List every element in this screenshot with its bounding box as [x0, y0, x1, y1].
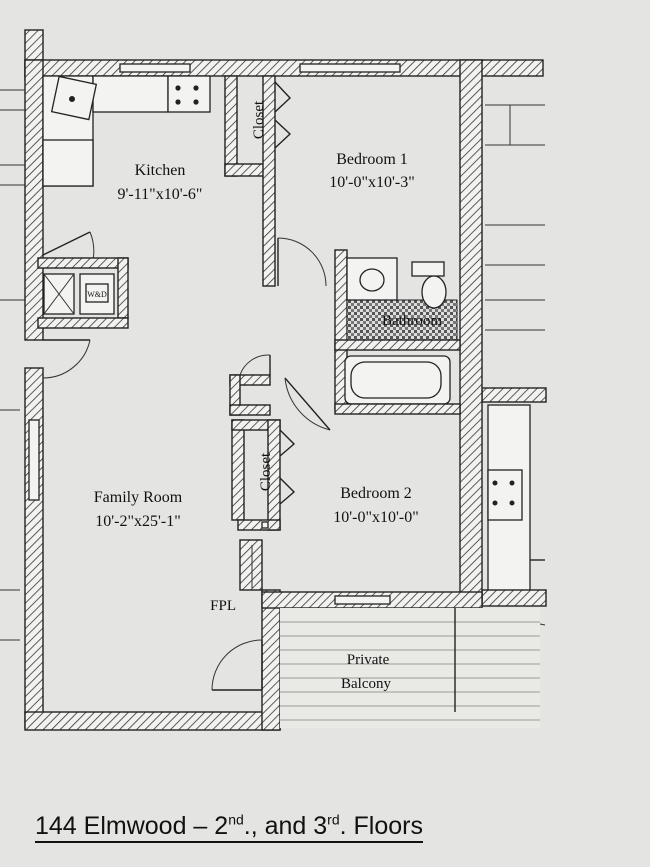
bedroom2-size: 10'-0"x10'-0": [333, 509, 418, 526]
floor-plan: W&D Closet Bathroom: [0, 29, 547, 731]
bedroom1-size: 10'-0"x10'-3": [329, 174, 414, 191]
laundry-closet: W&D: [37, 257, 129, 329]
kitchen-door: [42, 231, 95, 261]
caption: 144 Elmwood – 2nd., and 3rd. Floors: [35, 812, 635, 852]
kitchen-size: 9'-11"x10'-6": [118, 186, 203, 203]
caption-sup2: rd: [327, 812, 340, 828]
family-room-size: 10'-2"x25'-1": [95, 513, 180, 530]
balcony-label-line2: Balcony: [341, 676, 391, 692]
bedroom2-label: Bedroom 2: [340, 485, 412, 502]
closet-lower: [231, 419, 296, 531]
family-room-label: Family Room: [94, 489, 183, 506]
laundry-door: [42, 339, 91, 379]
adjacent-unit-right: [481, 104, 547, 626]
balcony-door: [211, 639, 263, 691]
closet-lower-label: Closet: [258, 452, 274, 491]
kitchen-label: Kitchen: [135, 162, 186, 179]
fireplace-label: FPL: [210, 598, 236, 614]
balcony-deck: [280, 608, 540, 728]
bedroom1-label: Bedroom 1: [336, 151, 408, 168]
adjacent-unit-left: [0, 89, 25, 641]
caption-sup1: nd: [228, 812, 244, 828]
closet-upper: [224, 75, 292, 287]
caption-text: 144 Elmwood – 2nd., and 3rd. Floors: [35, 812, 423, 844]
hall-door: [284, 377, 331, 431]
bathroom-label: Bathroom: [382, 313, 442, 329]
bedroom1-door: [277, 237, 327, 287]
stove-icon: [167, 75, 211, 113]
sink-icon: [50, 75, 98, 121]
caption-part1: 144 Elmwood – 2: [35, 812, 229, 841]
balcony-label-line1: Private: [347, 652, 390, 668]
closet-upper-label: Closet: [251, 100, 267, 139]
washer-dryer-label: W&D: [87, 290, 107, 299]
windows: [28, 63, 401, 605]
stove-right-icon: [492, 480, 515, 506]
caption-part3: . Floors: [339, 812, 423, 841]
linen-closet: [229, 354, 271, 416]
bathroom: [334, 249, 461, 415]
caption-part2: ., and 3: [243, 812, 328, 841]
fireplace: [239, 539, 263, 591]
